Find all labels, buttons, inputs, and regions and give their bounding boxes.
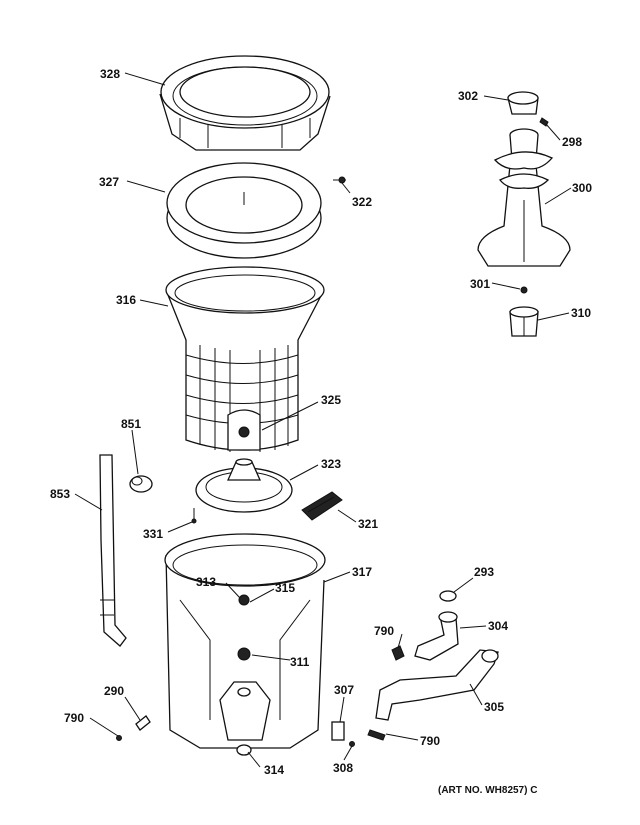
label-313: 313 [196,575,216,589]
art-number-caption: (ART NO. WH8257) C [438,785,537,796]
label-853: 853 [50,487,70,501]
agitator-part-300 [477,128,571,267]
label-321: 321 [358,517,378,531]
coupling-part-310 [509,306,539,337]
label-323: 323 [321,457,341,471]
screw-part-308 [349,741,355,747]
screw-part-331 [191,508,197,524]
label-308: 308 [333,761,353,775]
balance-ring-part-327 [166,162,322,259]
label-790-mid: 790 [374,624,394,638]
leader-lines [74,72,572,768]
filter-part-321 [301,491,343,521]
clip-part-790-bottom [367,729,386,741]
label-310: 310 [571,306,591,320]
label-302: 302 [458,89,478,103]
label-290: 290 [104,684,124,698]
clip-part-790-mid [391,645,405,661]
label-328: 328 [100,67,120,81]
washer-part-301 [520,286,528,294]
label-314: 314 [264,763,284,777]
agitator-cap-part-302 [507,91,539,115]
fitting-part-851 [129,475,153,493]
tub-cover-part-328 [159,55,331,151]
screw-part-322 [333,176,346,184]
hose-part-304 [414,611,459,661]
label-315: 315 [275,581,295,595]
label-317: 317 [352,565,372,579]
label-327: 327 [99,175,119,189]
label-304: 304 [488,619,508,633]
hub-part-323 [195,458,293,513]
label-300: 300 [572,181,592,195]
fitting-part-290 [135,715,151,731]
label-790-left: 790 [64,711,84,725]
label-331: 331 [143,527,163,541]
label-293: 293 [474,565,494,579]
label-790-bottom: 790 [420,734,440,748]
label-311: 311 [290,655,310,669]
wash-basket-part-316 [165,266,325,452]
label-322: 322 [352,195,372,209]
label-316: 316 [116,293,136,307]
drain-hose-part-305 [375,649,499,721]
fill-hose-part-853 [99,454,127,647]
label-307: 307 [334,683,354,697]
label-851: 851 [121,417,141,431]
clip-part-790-left [116,735,122,741]
label-305: 305 [484,700,504,714]
label-301: 301 [470,277,490,291]
bracket-part-307 [331,721,345,741]
label-325: 325 [321,393,341,407]
outer-tub-part-317 [164,533,326,756]
label-298: 298 [562,135,582,149]
clamp-part-293 [439,590,457,602]
